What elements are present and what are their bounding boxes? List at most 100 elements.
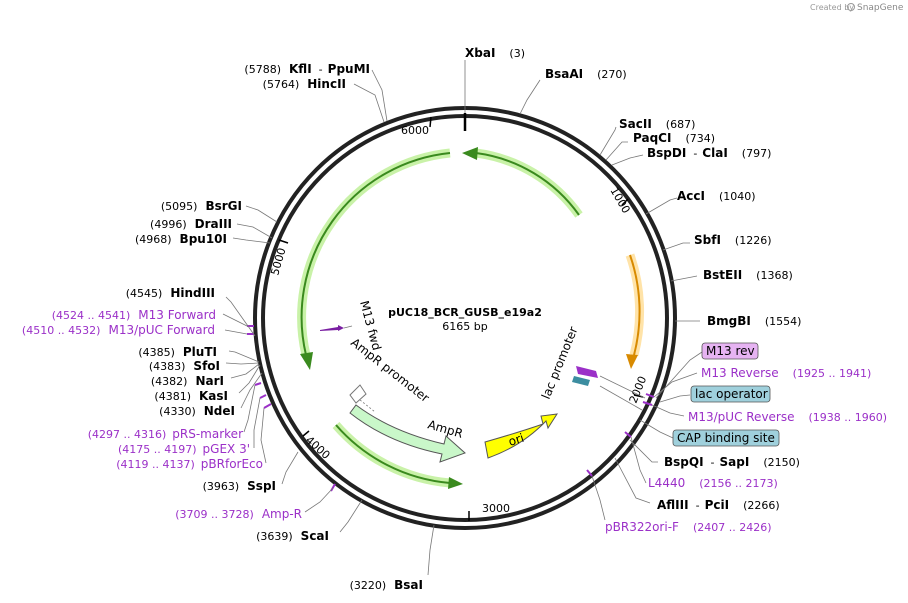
plasmid-title-block: pUC18_BCR_GUSB_e19a2 6165 bp (388, 306, 542, 333)
enzyme-xbai: XbaI(3) (465, 46, 525, 60)
lead-bsai (427, 524, 435, 576)
lead-m13rev-top (653, 372, 698, 398)
lead-sfoi (225, 362, 260, 365)
primer-amp-r: (3709 .. 3728)Amp-R (175, 507, 302, 521)
orange-arrowhead (626, 354, 638, 369)
lead-sbfi (662, 242, 690, 251)
lead-paqci (605, 141, 628, 161)
primer-m13puc-reverse: M13/pUC Reverse(1938 .. 1960) (688, 410, 887, 424)
plasmid-name: pUC18_BCR_GUSB_e19a2 (388, 306, 542, 319)
m13-rev-box-label: M13 rev (706, 344, 755, 358)
primer-mark-pgex3 (259, 394, 267, 399)
ori-feature-label: ori (507, 431, 526, 449)
m13-fwd-lead (343, 325, 353, 329)
cap-binding-site-box (672, 429, 780, 447)
lead-prsmarker (243, 384, 256, 433)
tick-6000 (429, 116, 432, 128)
lead-nari (230, 363, 260, 379)
lac-lead-1 (599, 375, 646, 399)
snapgene-logo-icon (847, 3, 855, 11)
primer-m13-reverse: M13 Reverse(1925 .. 1941) (701, 366, 871, 380)
enzyme-leaders (225, 60, 700, 576)
primer-l4440: L4440(2156 .. 2173) (648, 476, 778, 490)
enzyme-scai: (3639)ScaI (256, 529, 329, 543)
feature-green-left (297, 148, 451, 370)
lead-ndei (240, 372, 263, 409)
lead-sspi (281, 451, 299, 485)
lead-ampr (304, 487, 334, 513)
primer-m13puc-forward: (4510 .. 4532)M13/pUC Forward (22, 323, 215, 337)
primer-pbrforeco: (4119 .. 4137)pBRforEco (116, 457, 263, 471)
enzyme-sacii: SacII(687) (619, 117, 695, 131)
enzyme-hincii: (5764)HincII (263, 77, 346, 91)
lead-m13fwd (222, 313, 248, 327)
lead-kasi (238, 364, 261, 394)
lac-lead-2 (599, 385, 643, 411)
lead-m13puc-fwd (224, 329, 248, 335)
enzyme-afliii-pcii: AflIII-PciI(2266) (657, 498, 780, 512)
enzyme-hindiii: (4545)HindIII (126, 286, 215, 300)
primer-mark-pbr322ori (586, 469, 593, 477)
enzyme-bspqi-sapi: BspQI-SapI(2150) (664, 455, 800, 469)
lead-acci (645, 197, 678, 215)
credit-brand: SnapGene (857, 3, 904, 13)
primer-m13-forward: (4524 .. 4541)M13 Forward (52, 308, 216, 322)
lead-pbrforeco (260, 407, 267, 464)
green-top-arrowhead (462, 147, 478, 160)
enzyme-bspdi-clai: BspDI-ClaI(797) (647, 146, 771, 160)
snapgene-credit: Created by SnapGene (810, 3, 904, 13)
primer-prs-marker: (4297 .. 4316)pRS-marker (88, 427, 243, 441)
lead-bsteii (670, 275, 698, 282)
feature-orange-right (625, 253, 645, 369)
green-bottom-arrowhead (448, 477, 463, 489)
enzyme-kasi: (4381)KasI (154, 389, 228, 403)
tick-label-6000: 6000 (401, 124, 429, 137)
lead-hindiii (225, 296, 256, 337)
lead-bpu10i (232, 237, 271, 244)
primer-leaders (222, 313, 703, 521)
primer-pgex3: (4175 .. 4197)pGEX 3' (118, 442, 250, 456)
lead-l4440 (630, 436, 647, 484)
lead-bspdi (611, 154, 644, 166)
enzyme-bsai: (3220)BsaI (350, 578, 423, 592)
lead-m13puc-rev (651, 404, 685, 417)
green-left-arc (300, 152, 451, 356)
primer-labels-left: (3709 .. 3728)Amp-R (4119 .. 4137)pBRfor… (22, 308, 302, 521)
lead-kfli (371, 69, 388, 122)
plasmid-length: 6165 bp (442, 320, 487, 333)
enzyme-labels-left: (3220)BsaI (3639)ScaI (3963)SspI (4330)N… (126, 62, 423, 592)
ampr-promoter-arrow (349, 384, 367, 404)
credit-created-by: Created by (810, 3, 854, 12)
enzyme-bsrgi: (5095)BsrGI (161, 199, 242, 213)
enzyme-pluti: (4385)PluTI (138, 345, 217, 359)
tick-marks: 6000 1000 2000 3000 4000 5000 (268, 116, 649, 521)
lead-sacii (599, 126, 617, 156)
lead-box-m13rev (655, 351, 703, 399)
enzyme-labels-right: XbaI(3) BsaAI(270) SacII(687) PaqCI(734)… (465, 46, 801, 512)
cap-binding-site-box-label: CAP binding site (677, 431, 775, 445)
enzyme-ndei: (4330)NdeI (159, 404, 235, 418)
enzyme-bsteii: BstEII(1368) (703, 268, 793, 282)
enzyme-sbfi: SbfI(1226) (694, 233, 772, 247)
tick-1000 (621, 198, 629, 206)
primer-ring-marks (247, 325, 655, 492)
lead-draiii (236, 223, 273, 239)
lead-bsrgi (245, 205, 278, 223)
green-bottom-arc (335, 424, 451, 484)
lead-pluti (228, 350, 260, 363)
primer-mark-m13rev (645, 393, 655, 398)
lead-box-cap (639, 419, 674, 439)
enzyme-kfli-ppumi: (5788)KflI-PpuMI (244, 62, 370, 76)
lac-operator-mark (572, 376, 590, 386)
orange-arc (629, 254, 641, 356)
enzyme-acci: AccI(1040) (677, 189, 756, 203)
tick-4000 (302, 430, 310, 437)
lead-pgex3 (253, 397, 261, 448)
lead-bsaai (519, 79, 541, 115)
m13-rev-box (701, 342, 759, 360)
enzyme-paqci: PaqCI(734) (633, 131, 715, 145)
ori-feature-arrow (484, 413, 558, 459)
lac-promoter-label: lac promoter (539, 325, 581, 401)
boxed-labels: M13 rev lac operator CAP binding site (672, 342, 780, 447)
